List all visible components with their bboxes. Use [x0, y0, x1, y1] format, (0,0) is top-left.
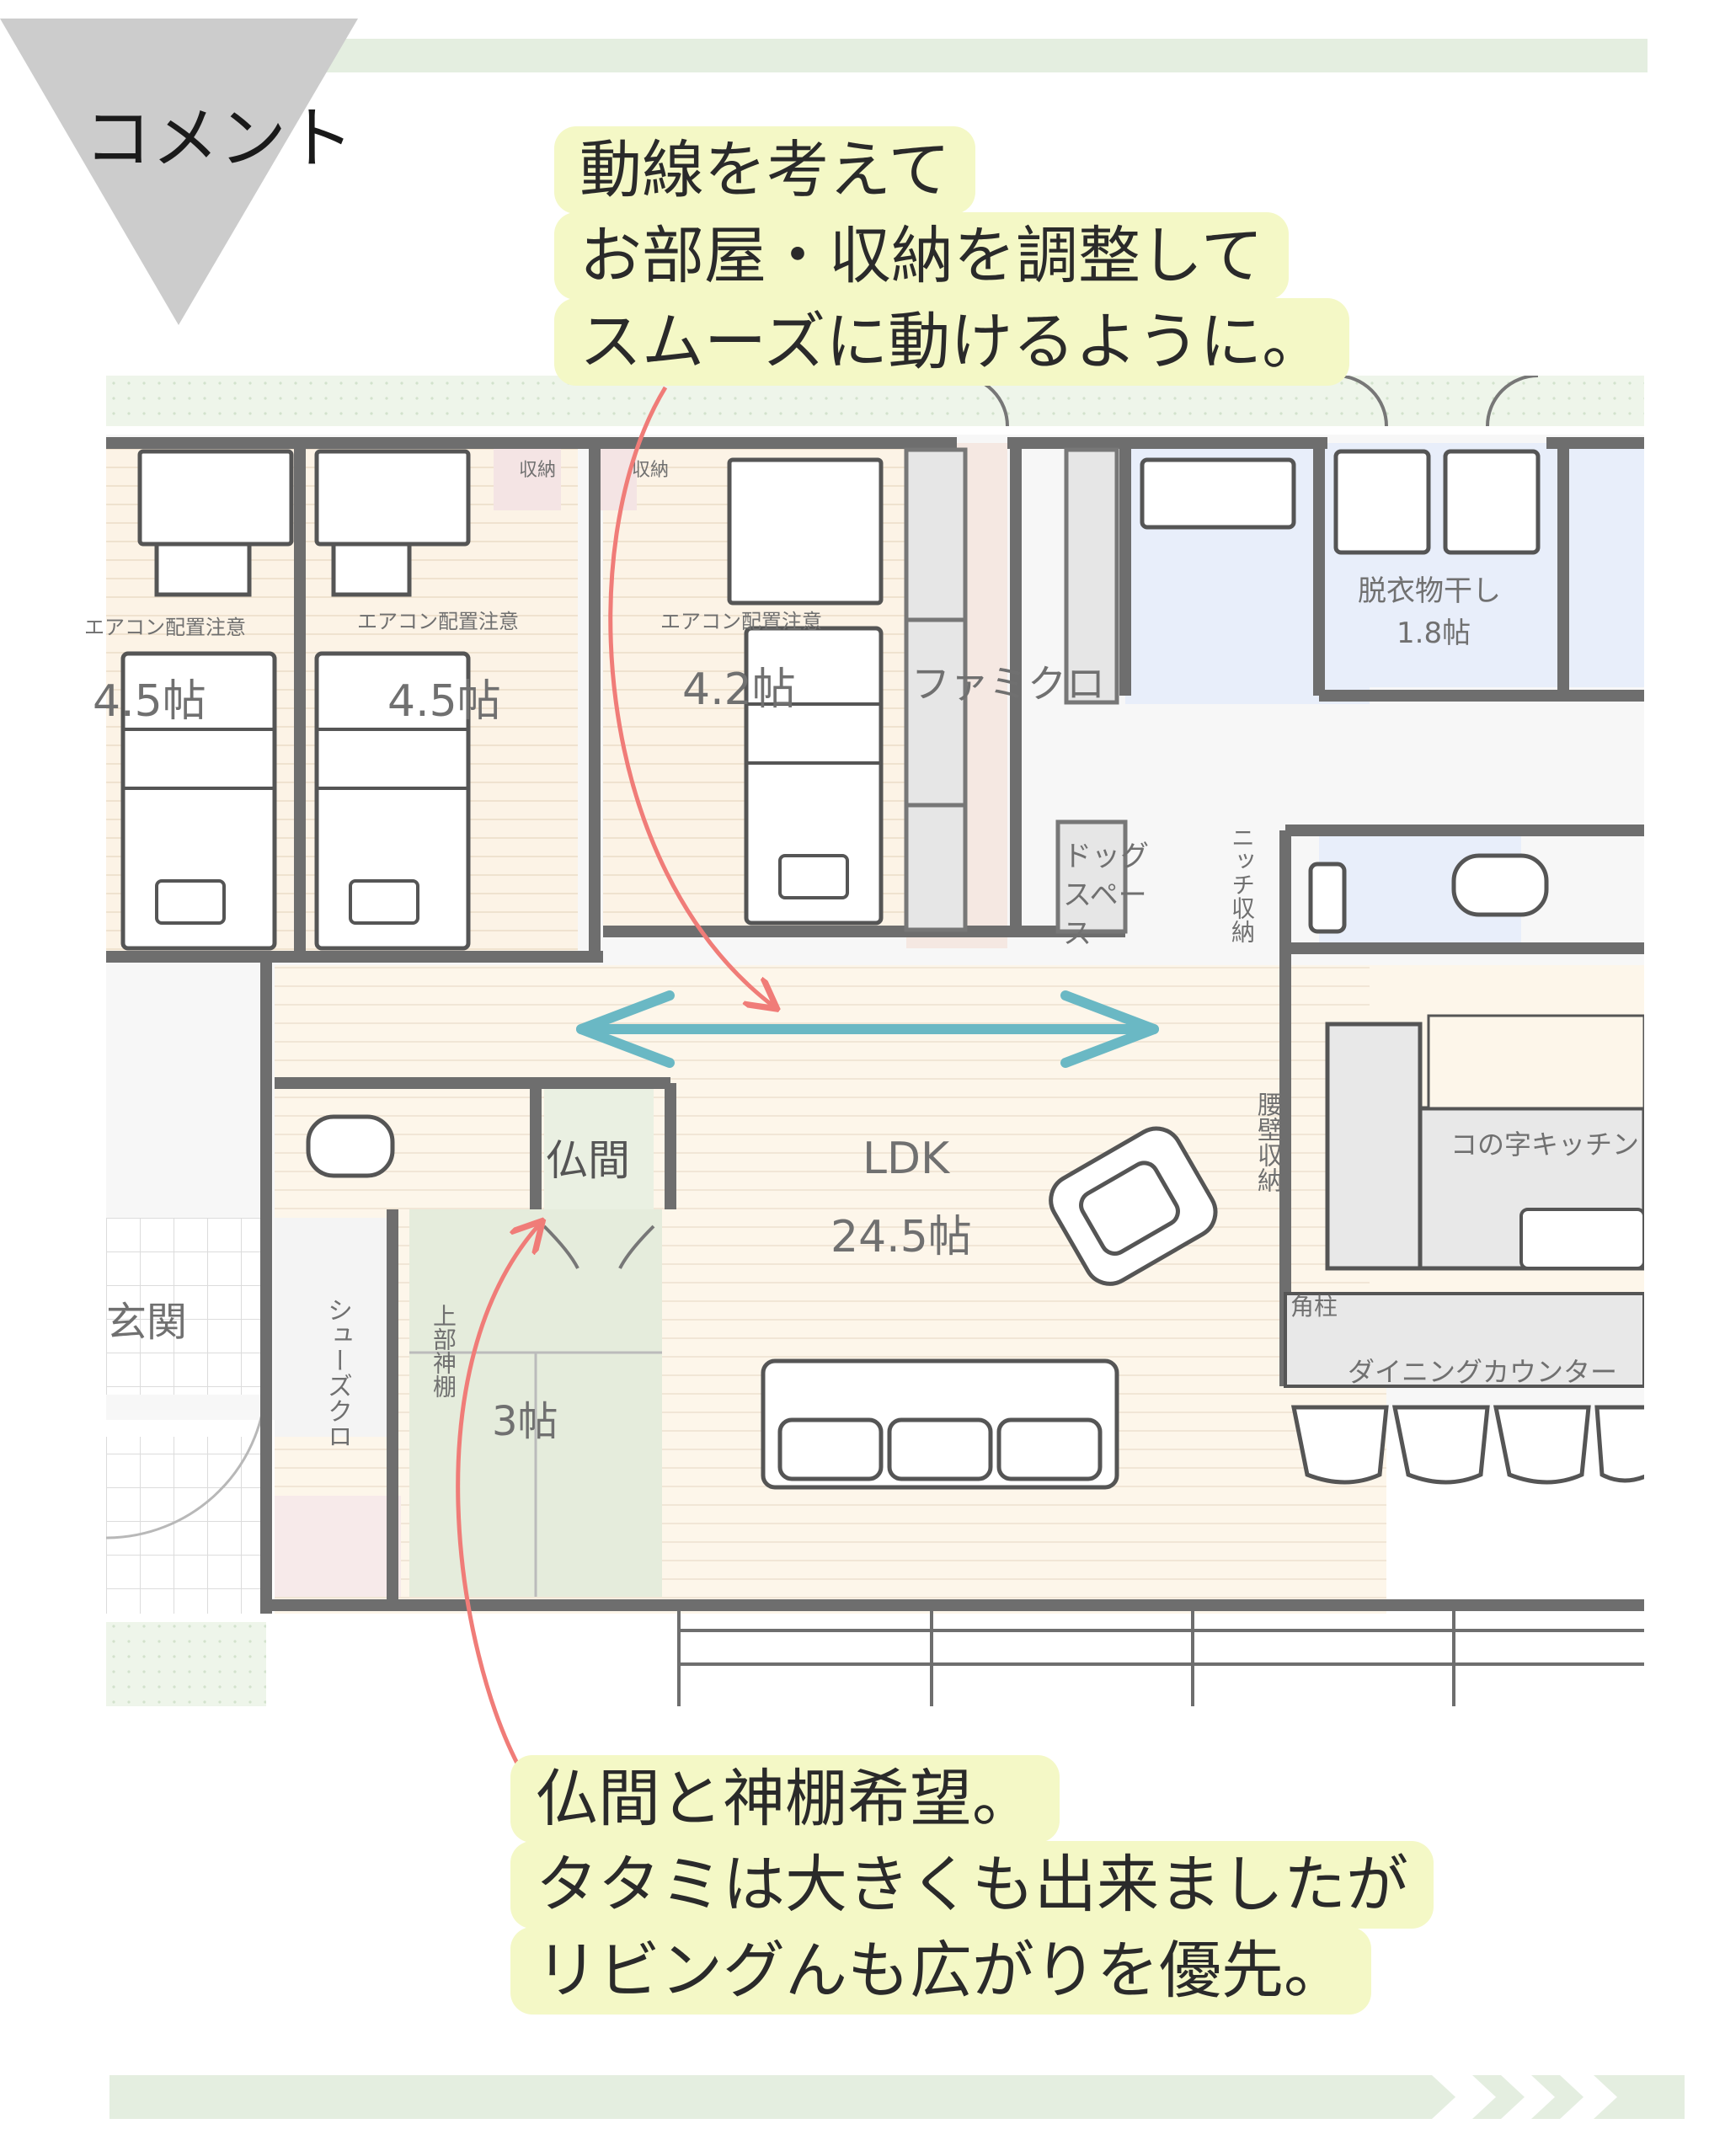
storage-label-2: 収納: [632, 460, 670, 481]
family-closet-label: ファミクロ: [911, 661, 1105, 707]
callout-top-line-3: スムーズに動けるように。: [554, 298, 1350, 386]
ac-note-2: エアコン配置注意: [357, 610, 519, 633]
dressing-room-size: 1.8帖: [1397, 616, 1471, 650]
callout-bottom-line-1: 仏間と神棚希望。: [510, 1755, 1060, 1843]
banner-title: コメント: [84, 99, 354, 178]
pillar-label: 角柱: [1290, 1293, 1338, 1321]
callout-bottom-line-3: リビングんも広がりを優先。: [510, 1927, 1371, 2015]
ldk-size: 24.5帖: [830, 1212, 972, 1262]
waist-storage-label: 腰壁収納: [1252, 1091, 1282, 1193]
dog-space-label: ドッグスペース: [1063, 840, 1149, 951]
ac-note-3: エアコン配置注意: [660, 610, 822, 633]
callout-top-line-1: 動線を考えて: [554, 126, 976, 214]
ac-note-1: エアコン配置注意: [84, 616, 246, 639]
dressing-room-name: 脱衣物干し: [1358, 574, 1501, 608]
banner-triangle: [0, 19, 358, 325]
shoe-closet-label: シューズクロ: [323, 1297, 352, 1449]
room-size-3: 4.2帖: [682, 664, 796, 715]
storage-label-1: 収納: [519, 460, 557, 481]
callout-top: 動線を考えて お部屋・収納を調整して スムーズに動けるように。: [554, 126, 1397, 396]
callout-bottom-line-2: タタミは大きくも出来ましたが: [510, 1841, 1434, 1929]
ldk-name: LDK: [862, 1134, 950, 1184]
callout-top-line-2: お部屋・収納を調整して: [554, 212, 1289, 300]
callout-bottom: 仏間と神棚希望。 タタミは大きくも出来ましたが リビングんも広がりを優先。: [510, 1755, 1538, 2025]
kamidana-label: 上部神棚: [430, 1304, 457, 1398]
dining-counter-label: ダイニングカウンター: [1348, 1356, 1618, 1388]
room-size-1: 4.5帖: [93, 676, 206, 727]
entrance-label: 玄関: [106, 1299, 188, 1346]
butsuma-label: 仏間: [546, 1136, 630, 1185]
kitchen-label: コの字キッチン: [1450, 1129, 1640, 1161]
tatami-size: 3帖: [492, 1398, 558, 1445]
room-size-2: 4.5帖: [387, 676, 501, 727]
niche-storage-label: ニッチ収納: [1228, 825, 1256, 943]
bottom-chevron-bar: [109, 2075, 1685, 2119]
